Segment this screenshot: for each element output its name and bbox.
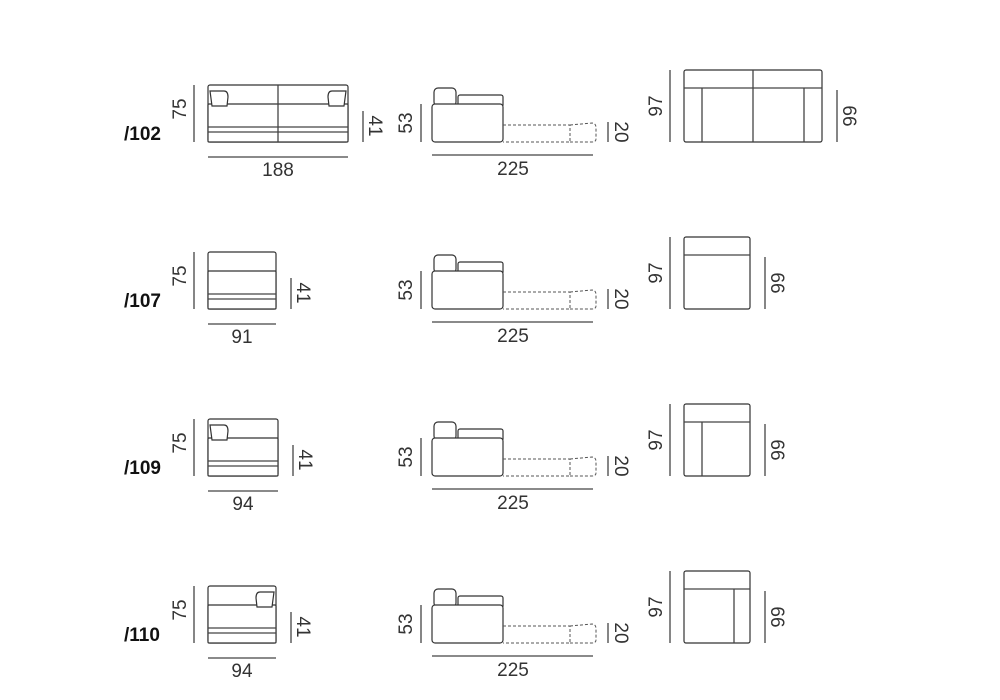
module-row-107: /107 75 41 91 53 20 225 97 66 bbox=[124, 236, 787, 348]
extended-depth-label: 225 bbox=[497, 326, 529, 347]
top-outline bbox=[683, 570, 751, 644]
arm-cushion bbox=[255, 591, 275, 608]
front-view: 75 41 94 bbox=[170, 585, 313, 682]
footrest-cushion-outline bbox=[569, 289, 597, 310]
top-view: 97 66 bbox=[646, 403, 787, 477]
side-height-label: 53 bbox=[396, 279, 417, 300]
width-label: 94 bbox=[231, 661, 253, 682]
arm-cushion bbox=[327, 90, 347, 107]
extended-footrest-outline bbox=[503, 124, 571, 143]
depth-label: 97 bbox=[646, 262, 667, 283]
extended-footrest-outline bbox=[503, 291, 571, 310]
extended-footrest-outline bbox=[503, 458, 571, 477]
height-label: 75 bbox=[170, 432, 191, 453]
side-view: 53 20 225 bbox=[396, 87, 631, 180]
side-view: 53 20 225 bbox=[396, 254, 631, 347]
footrest-cushion-outline bbox=[569, 456, 597, 477]
side-view: 53 20 225 bbox=[396, 588, 631, 681]
width-label: 94 bbox=[232, 494, 254, 515]
module-code: /102 bbox=[124, 124, 161, 145]
seat-height-label: 41 bbox=[294, 449, 315, 470]
width-label: 91 bbox=[231, 327, 252, 348]
backrest-cushion bbox=[433, 421, 457, 441]
module-code: /107 bbox=[124, 291, 161, 312]
height-label: 75 bbox=[170, 265, 191, 286]
seat-depth-label: 66 bbox=[766, 439, 787, 460]
module-code: /110 bbox=[124, 625, 160, 646]
arm-cushion bbox=[209, 90, 229, 107]
footrest-cushion-outline bbox=[569, 623, 597, 644]
depth-label: 97 bbox=[646, 95, 667, 116]
seat-depth-label: 66 bbox=[766, 272, 787, 293]
backrest-cushion bbox=[433, 254, 457, 274]
front-view: 75 41 91 bbox=[170, 251, 313, 348]
seat-depth-label: 66 bbox=[766, 606, 787, 627]
front-view: 75 41 94 bbox=[170, 418, 315, 515]
footrest-height-label: 20 bbox=[610, 622, 631, 643]
top-view: 97 66 bbox=[646, 236, 787, 310]
side-body bbox=[431, 604, 504, 644]
extended-depth-label: 225 bbox=[497, 660, 529, 681]
height-label: 75 bbox=[170, 98, 191, 119]
top-outline bbox=[683, 403, 751, 477]
module-row-109: /109 75 41 94 53 20 225 97 66 bbox=[124, 403, 787, 515]
depth-label: 97 bbox=[646, 429, 667, 450]
seat-depth-label: 66 bbox=[838, 105, 859, 126]
extended-footrest-outline bbox=[503, 625, 571, 644]
side-body bbox=[431, 103, 504, 143]
height-label: 75 bbox=[170, 599, 191, 620]
footrest-height-label: 20 bbox=[610, 455, 631, 476]
side-height-label: 53 bbox=[396, 613, 417, 634]
top-view: 97 66 bbox=[646, 570, 787, 644]
width-label: 188 bbox=[262, 160, 294, 181]
module-row-102: /102 75 41 188 53 20 225 97 66 bbox=[124, 69, 859, 181]
depth-label: 97 bbox=[646, 596, 667, 617]
extended-depth-label: 225 bbox=[497, 159, 529, 180]
front-view: 75 41 188 bbox=[170, 84, 385, 181]
footrest-height-label: 20 bbox=[610, 288, 631, 309]
sofa-seat bbox=[207, 270, 277, 310]
top-outline bbox=[683, 236, 751, 310]
extended-depth-label: 225 bbox=[497, 493, 529, 514]
footrest-height-label: 20 bbox=[610, 121, 631, 142]
side-view: 53 20 225 bbox=[396, 421, 631, 514]
side-height-label: 53 bbox=[396, 112, 417, 133]
seat-height-label: 41 bbox=[292, 616, 313, 637]
module-row-110: /110 75 41 94 53 20 225 97 66 bbox=[124, 570, 787, 682]
side-body bbox=[431, 270, 504, 310]
side-height-label: 53 bbox=[396, 446, 417, 467]
backrest-cushion bbox=[433, 87, 457, 107]
sofa-seat bbox=[207, 437, 279, 477]
sofa-seat bbox=[207, 604, 277, 644]
side-body bbox=[431, 437, 504, 477]
backrest-cushion bbox=[433, 588, 457, 608]
module-code: /109 bbox=[124, 458, 161, 479]
footrest-cushion-outline bbox=[569, 122, 597, 143]
arm-cushion bbox=[209, 424, 229, 441]
seat-height-label: 41 bbox=[364, 115, 385, 136]
top-view: 97 66 bbox=[646, 69, 859, 143]
seat-height-label: 41 bbox=[292, 282, 313, 303]
